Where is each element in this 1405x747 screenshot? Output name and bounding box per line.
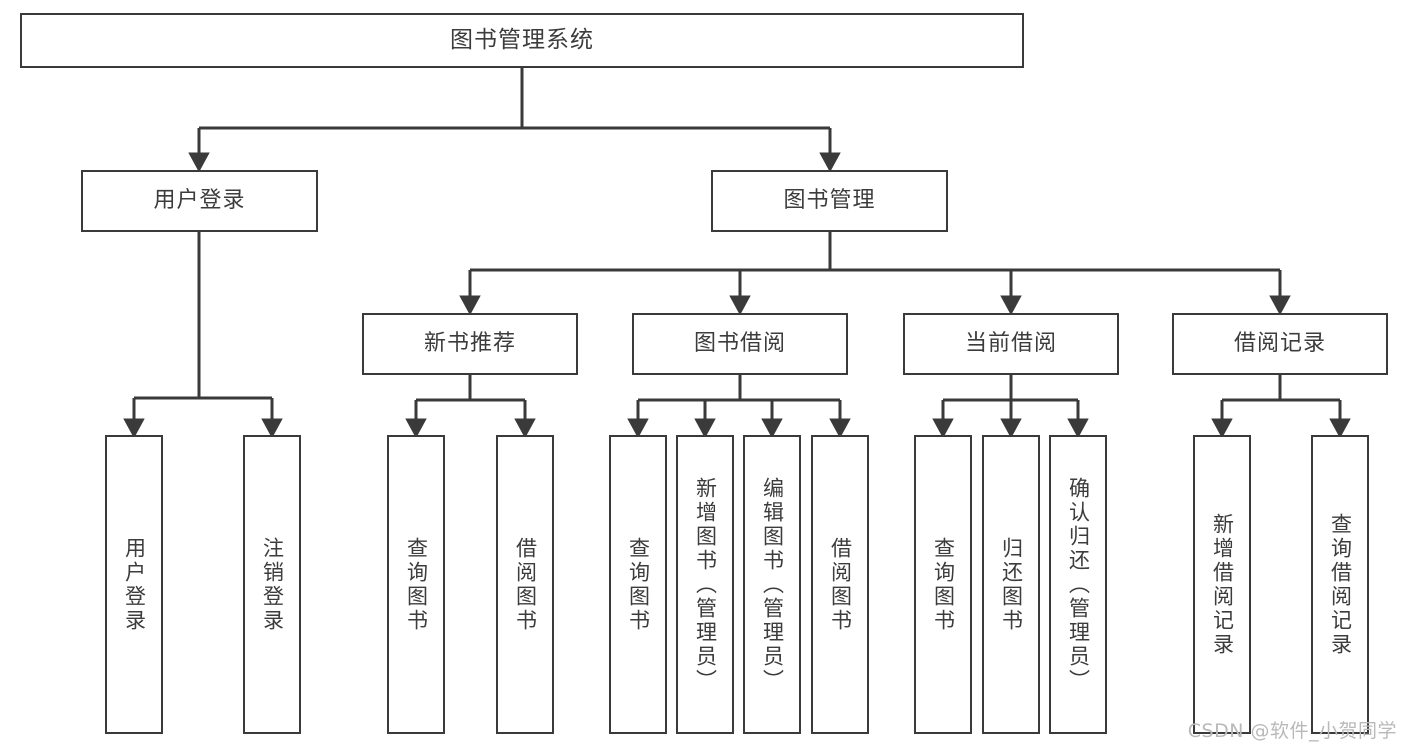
leaf-current-borrow-confirm[interactable]: 确认归还（管理员） xyxy=(1049,435,1107,734)
node-user-login[interactable]: 用户登录 xyxy=(81,170,318,232)
leaf-new-book-borrow[interactable]: 借阅图书 xyxy=(496,435,554,734)
leaf-user-login-logout[interactable]: 注销登录 xyxy=(243,435,301,734)
node-book-borrow-label: 图书借阅 xyxy=(693,331,786,357)
leaf-book-borrow-query[interactable]: 查询图书 xyxy=(609,435,667,734)
watermark-text: CSDN @软件_小贺同学 xyxy=(1187,720,1397,742)
node-root-system-label: 图书管理系统 xyxy=(450,26,594,53)
leaf-current-borrow-return-label: 归还图书 xyxy=(999,536,1024,633)
leaf-borrow-record-query[interactable]: 查询借阅记录 xyxy=(1311,435,1369,734)
leaf-borrow-record-add-label: 新增借阅记录 xyxy=(1210,512,1235,657)
leaf-new-book-borrow-label: 借阅图书 xyxy=(513,536,538,633)
node-book-management-label: 图书管理 xyxy=(783,188,876,214)
node-book-borrow[interactable]: 图书借阅 xyxy=(632,313,848,375)
leaf-new-book-query[interactable]: 查询图书 xyxy=(387,435,445,734)
leaf-book-borrow-add[interactable]: 新增图书（管理员） xyxy=(676,435,734,734)
leaf-borrow-record-add[interactable]: 新增借阅记录 xyxy=(1193,435,1251,734)
leaf-borrow-record-query-label: 查询借阅记录 xyxy=(1328,512,1353,657)
node-root-system[interactable]: 图书管理系统 xyxy=(20,13,1024,68)
leaf-book-borrow-query-label: 查询图书 xyxy=(626,536,651,633)
leaf-user-login-login-label: 用户登录 xyxy=(122,536,147,633)
leaf-current-borrow-confirm-label: 确认归还（管理员） xyxy=(1066,476,1091,693)
node-new-book-recommend[interactable]: 新书推荐 xyxy=(362,313,578,375)
leaf-user-login-logout-label: 注销登录 xyxy=(260,536,285,633)
leaf-book-borrow-borrow[interactable]: 借阅图书 xyxy=(811,435,869,734)
node-current-borrow[interactable]: 当前借阅 xyxy=(903,313,1119,375)
leaf-user-login-login[interactable]: 用户登录 xyxy=(105,435,163,734)
node-book-management[interactable]: 图书管理 xyxy=(711,170,948,232)
leaf-book-borrow-add-label: 新增图书（管理员） xyxy=(693,476,718,693)
node-borrow-record[interactable]: 借阅记录 xyxy=(1172,313,1388,375)
leaf-current-borrow-query-label: 查询图书 xyxy=(931,536,956,633)
leaf-current-borrow-query[interactable]: 查询图书 xyxy=(914,435,972,734)
leaf-book-borrow-borrow-label: 借阅图书 xyxy=(828,536,853,633)
leaf-current-borrow-return[interactable]: 归还图书 xyxy=(982,435,1040,734)
node-borrow-record-label: 借阅记录 xyxy=(1233,331,1326,357)
node-current-borrow-label: 当前借阅 xyxy=(964,331,1057,357)
node-user-login-label: 用户登录 xyxy=(153,188,246,214)
leaf-new-book-query-label: 查询图书 xyxy=(404,536,429,633)
node-new-book-recommend-label: 新书推荐 xyxy=(423,331,516,357)
leaf-book-borrow-edit-label: 编辑图书（管理员） xyxy=(760,476,785,693)
leaf-book-borrow-edit[interactable]: 编辑图书（管理员） xyxy=(743,435,801,734)
